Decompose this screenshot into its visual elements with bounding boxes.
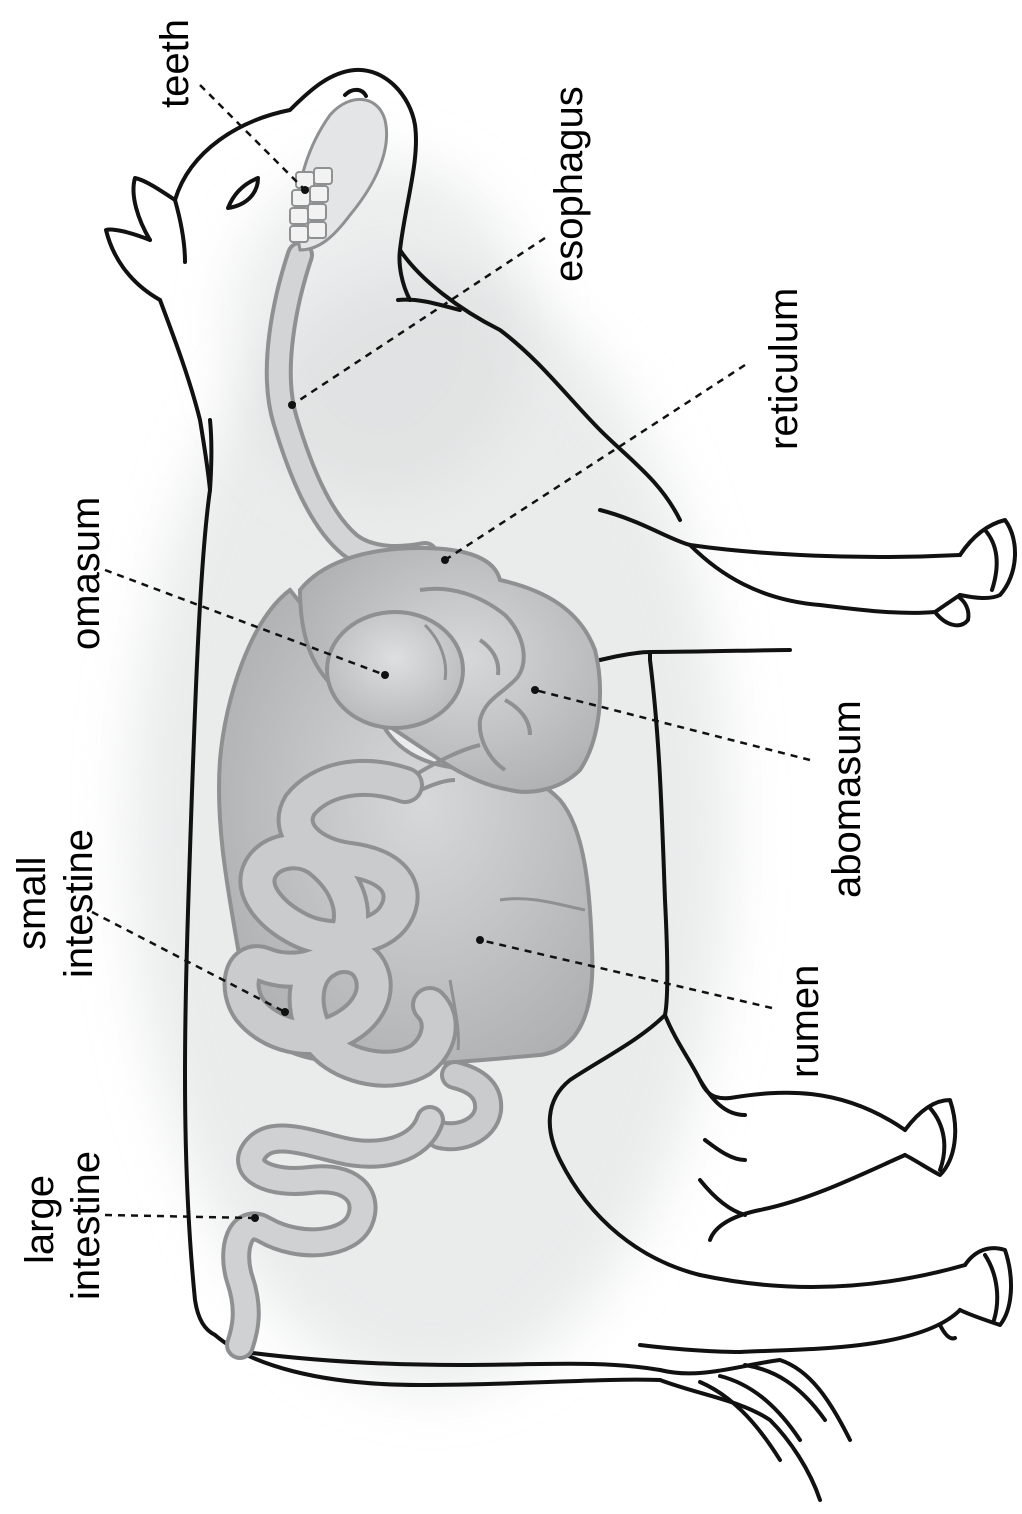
label-large-intestine-line2: intestine [64,1151,108,1300]
teeth-organ [290,168,332,242]
label-omasum: omasum [64,497,108,650]
label-teeth: teeth [153,19,197,108]
leader-teeth [200,85,305,190]
label-abomasum: abomasum [825,700,869,898]
label-esophagus: esophagus [547,86,591,282]
omasum-organ [327,612,463,728]
label-reticulum: reticulum [762,288,806,450]
label-rumen: rumen [783,965,827,1078]
label-small-intestine-line1: small [10,857,54,950]
label-large-intestine-line1: large [18,1175,62,1264]
label-small-intestine-line2: intestine [57,829,101,978]
